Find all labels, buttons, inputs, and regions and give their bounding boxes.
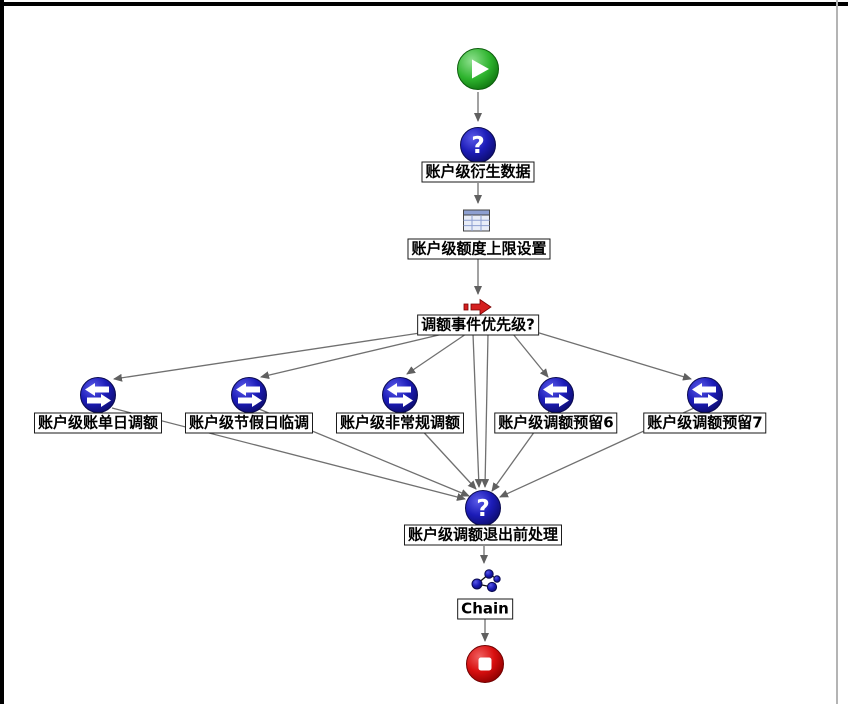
stop-icon xyxy=(466,645,504,683)
node-label-exit-pre: 账户级调额退出前处理 xyxy=(403,524,563,546)
node-stop[interactable] xyxy=(465,644,505,684)
svg-text:?: ? xyxy=(471,133,484,159)
connector xyxy=(113,332,421,382)
molecule-icon xyxy=(471,569,501,593)
connector xyxy=(260,333,444,380)
table-icon xyxy=(463,209,490,232)
node-start[interactable] xyxy=(456,47,500,91)
node-label-limit-setting: 账户级额度上限设置 xyxy=(407,238,551,260)
node-label-branch-reserved6: 账户级调额预留6 xyxy=(494,412,618,434)
right-edge-line xyxy=(836,0,838,704)
connectors-group xyxy=(111,92,695,642)
node-derived-data[interactable]: ? xyxy=(459,126,497,164)
connector xyxy=(111,407,466,501)
question-icon: ? xyxy=(465,490,501,526)
sync-arrows-icon xyxy=(231,377,267,413)
sync-arrows-icon xyxy=(538,377,574,413)
node-exit-pre[interactable]: ? xyxy=(464,489,502,527)
frame-top-edge xyxy=(0,2,848,6)
node-label-branch-billing-day: 账户级账单日调额 xyxy=(33,412,163,434)
connector xyxy=(472,333,483,488)
question-icon: ? xyxy=(460,127,496,163)
connector xyxy=(481,333,490,488)
svg-text:?: ? xyxy=(476,496,489,522)
node-label-chain: Chain xyxy=(457,598,513,620)
node-label-branch-irregular: 账户级非常规调额 xyxy=(335,412,465,434)
node-label-priority: 调额事件优先级? xyxy=(417,314,539,336)
node-priority[interactable] xyxy=(463,298,493,316)
node-branch-reserved6[interactable] xyxy=(537,376,575,414)
connector xyxy=(535,331,692,381)
sync-arrows-icon xyxy=(80,377,116,413)
frame-left-edge xyxy=(0,0,4,704)
connector xyxy=(406,333,467,375)
node-chain[interactable] xyxy=(468,567,502,595)
node-label-branch-reserved7: 账户级调额预留7 xyxy=(643,412,767,434)
jump-arrow-icon xyxy=(463,298,492,316)
node-branch-holiday[interactable] xyxy=(230,376,268,414)
play-icon xyxy=(457,48,499,90)
connector xyxy=(512,333,549,378)
node-branch-reserved7[interactable] xyxy=(686,376,724,414)
node-branch-irregular[interactable] xyxy=(381,376,419,414)
node-label-derived-data: 账户级衍生数据 xyxy=(421,161,535,183)
node-branch-billing-day[interactable] xyxy=(79,376,117,414)
sync-arrows-icon xyxy=(687,377,723,413)
node-label-branch-holiday: 账户级节假日临调 xyxy=(184,412,314,434)
sync-arrows-icon xyxy=(382,377,418,413)
node-limit-setting[interactable] xyxy=(462,208,492,234)
